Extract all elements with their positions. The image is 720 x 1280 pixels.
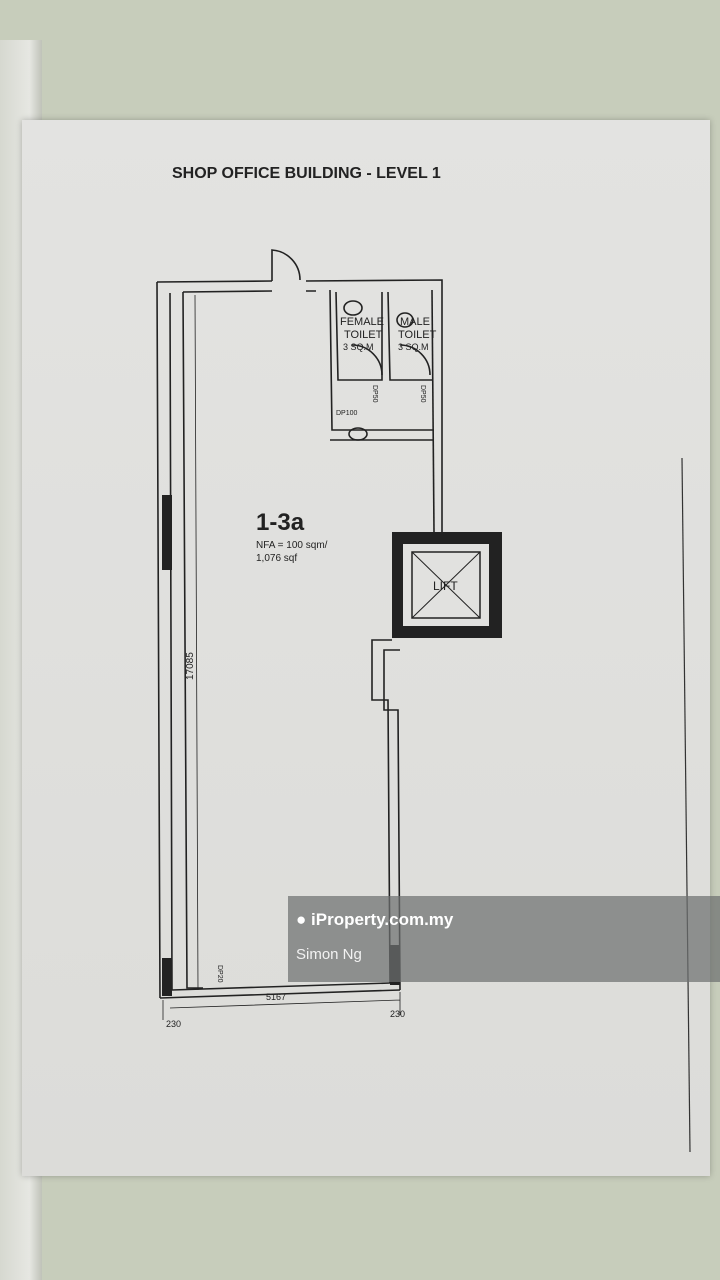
svg-text:17085: 17085 <box>185 652 196 680</box>
lift-shaft: LIFT <box>392 532 502 638</box>
svg-text:3 SQ.M: 3 SQ.M <box>343 342 374 352</box>
watermark: ● iProperty.com.my Simon Ng <box>288 896 720 982</box>
svg-text:TOILET: TOILET <box>398 329 437 341</box>
window-left-top <box>162 495 172 570</box>
watermark-brand: ● iProperty.com.my <box>296 910 454 929</box>
dimensions: 17085 5167 230 230 <box>162 294 405 1029</box>
svg-text:DP100: DP100 <box>336 410 358 417</box>
sheet-border-line <box>681 457 691 1153</box>
floor-plan-sheet <box>22 120 710 1176</box>
unit-nfa-sqm: NFA = 100 sqm/ <box>256 540 328 551</box>
pipe-labels: DP50 DP50 DP100 DP20 <box>216 385 426 983</box>
watermark-agent: Simon Ng <box>296 946 362 963</box>
svg-text:DP50: DP50 <box>419 385 426 403</box>
unit-nfa-sqf: 1,076 sqf <box>256 553 297 564</box>
svg-text:TOILET: TOILET <box>344 329 383 341</box>
svg-text:DP20: DP20 <box>216 965 223 983</box>
window-left-bottom <box>162 958 172 996</box>
lift-label: LIFT <box>433 579 458 593</box>
unit-id: 1-3a <box>256 509 305 536</box>
svg-text:5167: 5167 <box>266 992 286 1002</box>
svg-text:FEMALE: FEMALE <box>340 316 384 328</box>
plan-title: SHOP OFFICE BUILDING - LEVEL 1 <box>172 165 441 182</box>
location-pin-icon: ● <box>296 910 307 929</box>
room-labels: FEMALE TOILET 3 SQ.M MALE TOILET 3 SQ.M <box>340 316 437 352</box>
svg-text:230: 230 <box>390 1009 405 1019</box>
svg-text:DP50: DP50 <box>371 385 378 403</box>
svg-text:230: 230 <box>166 1019 181 1029</box>
svg-text:MALE: MALE <box>400 316 430 328</box>
svg-text:3 SQ.M: 3 SQ.M <box>398 342 429 352</box>
